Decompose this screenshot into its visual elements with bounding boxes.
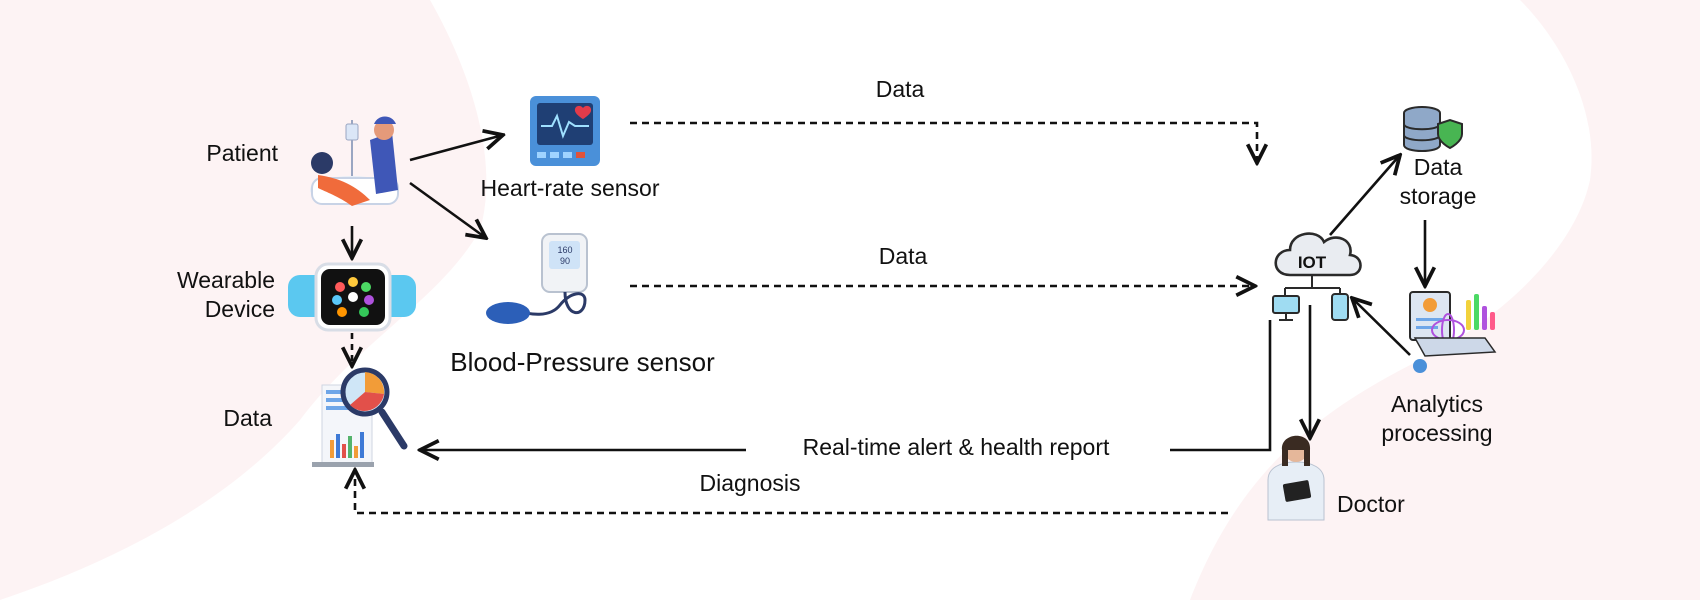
arrow-diagnosis-to-report	[355, 470, 1228, 515]
magnifier-report-icon	[312, 367, 408, 467]
data-storage-label: Data storage	[1380, 153, 1496, 211]
svg-text:160: 160	[557, 245, 572, 255]
patient-with-nurse-icon	[310, 116, 399, 206]
arrow-alert-to-report	[1170, 320, 1272, 452]
arrow-heart-data-to-iot	[630, 121, 1257, 163]
arrow-patient-to-heart-sensor	[409, 135, 503, 162]
wearable-device-label-line1: Wearable	[176, 267, 275, 293]
heart-data-edge-label: Data	[875, 76, 925, 102]
wearable-device-label: Wearable Device	[140, 266, 275, 324]
iot-cloud-icon: IOT	[1272, 232, 1362, 321]
doctor-icon	[1267, 435, 1325, 521]
data-report-label: Data	[223, 405, 272, 431]
diagnosis-edge-label: Diagnosis	[699, 470, 801, 496]
patient-label: Patient	[206, 140, 278, 166]
analytics-dashboard-icon	[1409, 291, 1497, 373]
arrow-iot-to-storage	[1329, 155, 1400, 236]
blood-pressure-sensor-label: Blood-Pressure sensor	[450, 347, 715, 377]
data-storage-label-line1: Data	[1413, 154, 1463, 180]
wearable-device-label-line2: Device	[204, 295, 275, 322]
analytics-processing-label-line1: Analytics	[1390, 391, 1484, 417]
heart-rate-sensor-label: Heart-rate sensor	[480, 175, 660, 201]
arrow-analytics-to-iot	[1352, 298, 1411, 356]
svg-text:90: 90	[560, 256, 570, 266]
smartwatch-icon	[288, 262, 416, 332]
realtime-alert-edge-label: Real-time alert & health report	[802, 434, 1110, 460]
doctor-label: Doctor	[1337, 491, 1405, 517]
iot-label: IOT	[1298, 253, 1327, 272]
heart-rate-monitor-icon	[530, 96, 600, 166]
analytics-processing-label: Analytics processing	[1362, 390, 1512, 448]
database-shield-icon	[1403, 106, 1463, 152]
bp-data-edge-label: Data	[878, 243, 928, 269]
connectors	[352, 121, 1425, 515]
arrow-patient-to-bp-sensor	[409, 181, 486, 238]
data-storage-label-line2: storage	[1399, 182, 1477, 209]
blood-pressure-monitor-icon: 160 90	[486, 233, 588, 324]
analytics-processing-label-line2: processing	[1381, 419, 1493, 446]
